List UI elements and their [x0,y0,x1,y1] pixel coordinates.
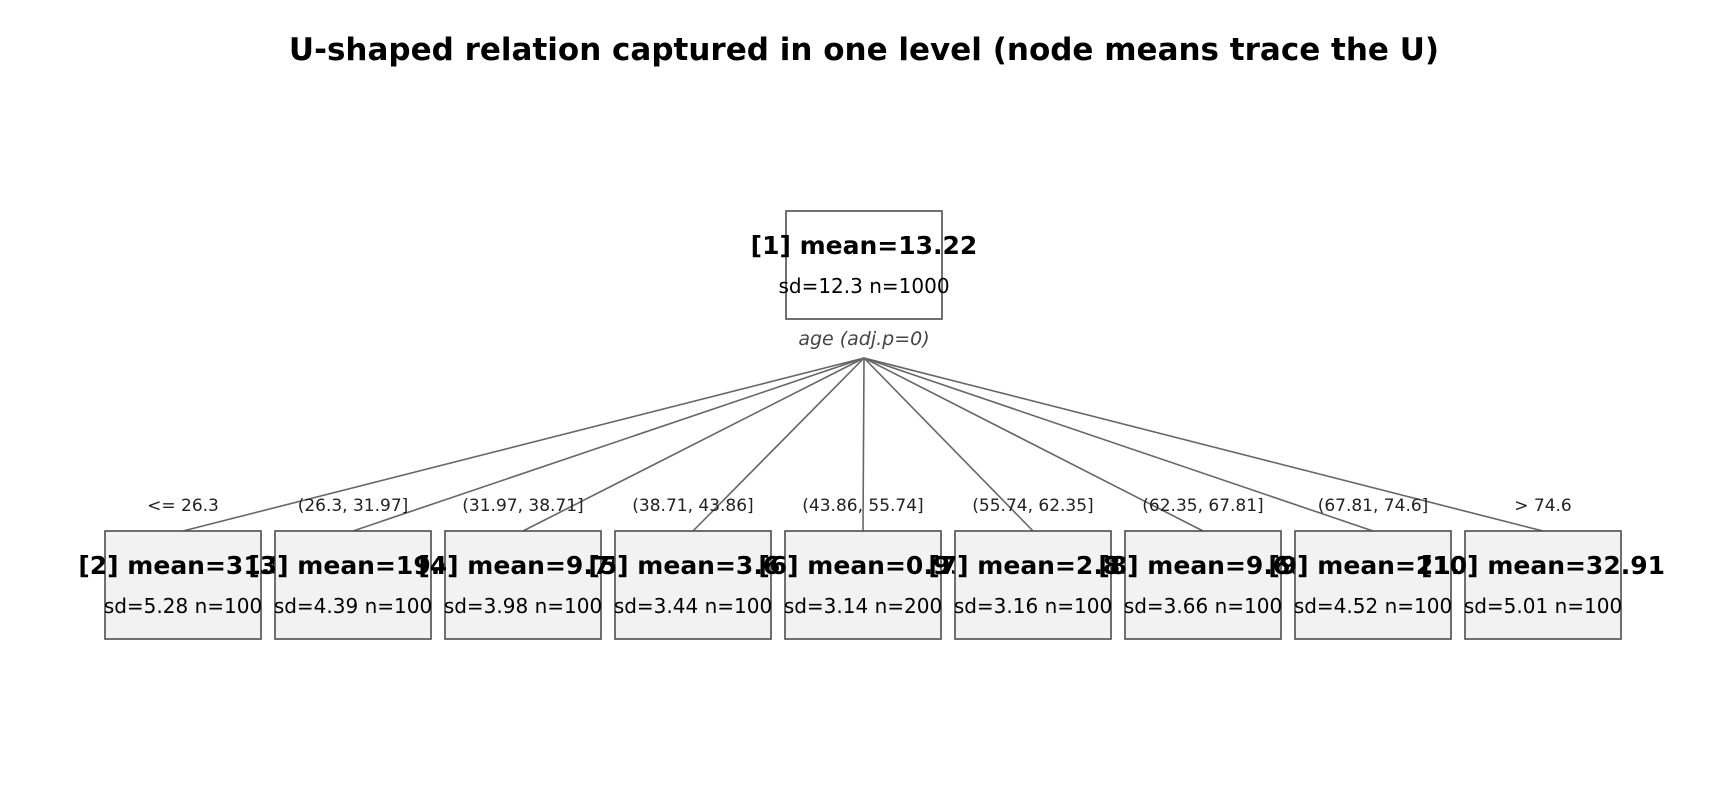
edge-line [863,357,1204,532]
edge-line [692,357,865,532]
leaf-node-mean: [4] mean=9.70 [418,551,627,580]
leaf-node-mean: [6] mean=0.93 [758,551,967,580]
leaf-node-stats: sd=4.52 n=100 [1294,594,1452,618]
leaf-node-box [614,530,772,640]
edge-label: <= 26.3 [147,496,219,516]
leaf-nodes: [2] mean=31.5 sd=5.28 n=100 [3] mean=19.4 s… [78,530,1665,640]
edge-labels: <= 26.3 (26.3, 31.97] (31.97, 38.71] (38.71… [147,496,1572,516]
leaf-node-mean: [9] mean=21.0 [1268,551,1477,580]
edge-label: (55.74, 62.35] [972,496,1093,516]
root-split-variable: age (adj.p=0) [798,328,929,350]
edge-line [863,357,1034,532]
edge-line [182,357,865,532]
leaf-node-box [954,530,1112,640]
leaf-node: [5] mean=3.64 sd=3.44 n=100 [588,530,798,640]
edge-label: (31.97, 38.71] [462,496,583,516]
leaf-node-stats: sd=3.44 n=100 [614,594,772,618]
leaf-node: [4] mean=9.70 sd=3.98 n=100 [418,530,628,640]
leaf-node-mean: [10] mean=32.91 [1421,551,1665,580]
leaf-node: [10] mean=32.91 sd=5.01 n=100 [1421,530,1665,640]
edges [182,357,1544,532]
edge-line [352,357,865,532]
leaf-node-box [274,530,432,640]
leaf-node-mean: [7] mean=2.81 [928,551,1137,580]
edge-label: (62.35, 67.81] [1142,496,1263,516]
leaf-node: [2] mean=31.5 sd=5.28 n=100 [78,530,288,640]
leaf-node: [8] mean=9.69 sd=3.66 n=100 [1098,530,1308,640]
root-node-box [785,210,943,320]
edge-label: (26.3, 31.97] [298,496,409,516]
leaf-node-mean: [8] mean=9.69 [1098,551,1307,580]
leaf-node: [7] mean=2.81 sd=3.16 n=100 [928,530,1138,640]
edge-label: (38.71, 43.86] [632,496,753,516]
edge-line [863,357,1374,532]
leaf-node-stats: sd=4.39 n=100 [274,594,432,618]
leaf-node-box [1294,530,1452,640]
leaf-node-stats: sd=3.98 n=100 [444,594,602,618]
edge-label: (67.81, 74.6] [1318,496,1429,516]
leaf-node: [3] mean=19.4 sd=4.39 n=100 [248,530,458,640]
leaf-node-box [1464,530,1622,640]
diagram-title: U-shaped relation captured in one level … [289,32,1439,68]
leaf-node: [9] mean=21.0 sd=4.52 n=100 [1268,530,1478,640]
leaf-node-mean: [5] mean=3.64 [588,551,797,580]
leaf-node-stats: sd=3.16 n=100 [954,594,1112,618]
edge-line [863,357,1544,532]
leaf-node-box [1124,530,1282,640]
edge-line [862,357,865,532]
leaf-node-mean: [3] mean=19.4 [248,551,457,580]
root-node: [1] mean=13.22 sd=12.3 n=1000 age (adj.p… [751,210,978,350]
leaf-node: [6] mean=0.93 sd=3.14 n=200 [758,530,968,640]
edge-label: > 74.6 [1514,496,1572,516]
leaf-node-box [784,530,942,640]
leaf-node-stats: sd=3.14 n=200 [784,594,942,618]
root-node-stats: sd=12.3 n=1000 [778,274,949,298]
leaf-node-mean: [2] mean=31.5 [78,551,287,580]
leaf-node-stats: sd=5.01 n=100 [1464,594,1622,618]
root-node-mean: [1] mean=13.22 [751,231,978,260]
edge-label: (43.86, 55.74] [802,496,923,516]
edge-line [522,357,865,532]
leaf-node-stats: sd=3.66 n=100 [1124,594,1282,618]
leaf-node-stats: sd=5.28 n=100 [104,594,262,618]
leaf-node-box [104,530,262,640]
leaf-node-box [444,530,602,640]
